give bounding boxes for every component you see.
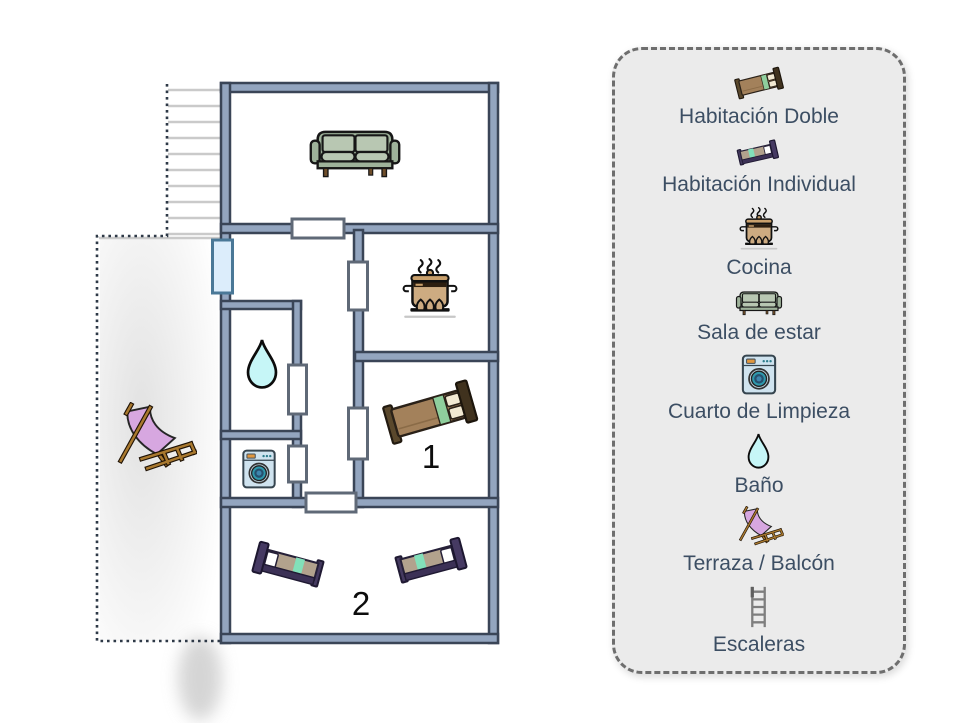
legend-label: Escaleras xyxy=(712,632,806,656)
single-bed-icon xyxy=(736,139,780,168)
legend-label: Baño xyxy=(734,474,784,498)
door-kitchen xyxy=(347,260,369,312)
stairs-treads xyxy=(99,88,221,240)
stairs-ladder-icon xyxy=(751,584,767,629)
bedroom2-number: 2 xyxy=(351,585,371,622)
legend-item-terrace: Terraza / Balcón xyxy=(683,506,835,575)
single-bed-icon-left xyxy=(251,540,326,590)
legend-item-kitchen: Cocina xyxy=(726,206,792,279)
terrace-boundary-dotted xyxy=(95,84,221,643)
bedroom1-number: 1 xyxy=(421,438,441,475)
doors xyxy=(287,217,369,514)
legend-item-double-room: Habitación Doble xyxy=(679,65,839,128)
cooking-pot-icon xyxy=(402,257,458,320)
wall-outer-bottom xyxy=(219,632,500,645)
legend-label: Cocina xyxy=(726,255,792,279)
wall-kitchen-bedroom1-divider xyxy=(353,350,500,363)
double-bed-icon xyxy=(380,378,479,446)
single-bed-icon-right xyxy=(393,536,468,586)
legend-label: Habitación Doble xyxy=(679,105,839,129)
window-terrace xyxy=(211,238,234,295)
door-livingroom xyxy=(290,217,346,240)
door-bedroom2 xyxy=(304,491,358,514)
water-drop-icon xyxy=(748,433,770,469)
double-bed-icon xyxy=(733,66,785,100)
sofa-icon xyxy=(309,130,401,178)
legend-label: Sala de estar xyxy=(697,320,821,344)
door-laundry xyxy=(287,444,308,484)
wall-bathroom-bottom xyxy=(219,429,303,441)
deck-chair-icon xyxy=(739,506,784,546)
wall-outer-right xyxy=(487,81,500,645)
sofa-icon xyxy=(735,291,783,316)
legend-item-laundry: Cuarto de Limpieza xyxy=(668,353,850,423)
legend-item-living-room: Sala de estar xyxy=(697,288,821,344)
wall-middle-bottom xyxy=(219,496,500,509)
legend-item-single-room: Habitación Individual xyxy=(662,137,856,196)
legend-panel: Habitación Doble Habitación Individual C… xyxy=(612,47,906,674)
washing-machine-icon xyxy=(741,354,777,395)
cooking-pot-icon xyxy=(739,206,779,251)
door-bedroom1 xyxy=(347,406,369,461)
door-bathroom xyxy=(287,363,308,416)
wall-outer-top xyxy=(219,81,500,94)
legend-label: Cuarto de Limpieza xyxy=(667,400,851,424)
legend-label: Terraza / Balcón xyxy=(683,552,835,576)
legend-item-bathroom: Baño xyxy=(734,432,784,498)
wall-bathroom-top xyxy=(219,299,303,311)
legend-label: Habitación Individual xyxy=(662,173,856,197)
legend-item-stairs: Escaleras xyxy=(712,584,806,656)
wall-outer-left xyxy=(219,81,232,645)
washing-machine-icon xyxy=(242,449,276,489)
shadow-smudge xyxy=(178,636,222,720)
water-drop-icon xyxy=(246,338,278,389)
